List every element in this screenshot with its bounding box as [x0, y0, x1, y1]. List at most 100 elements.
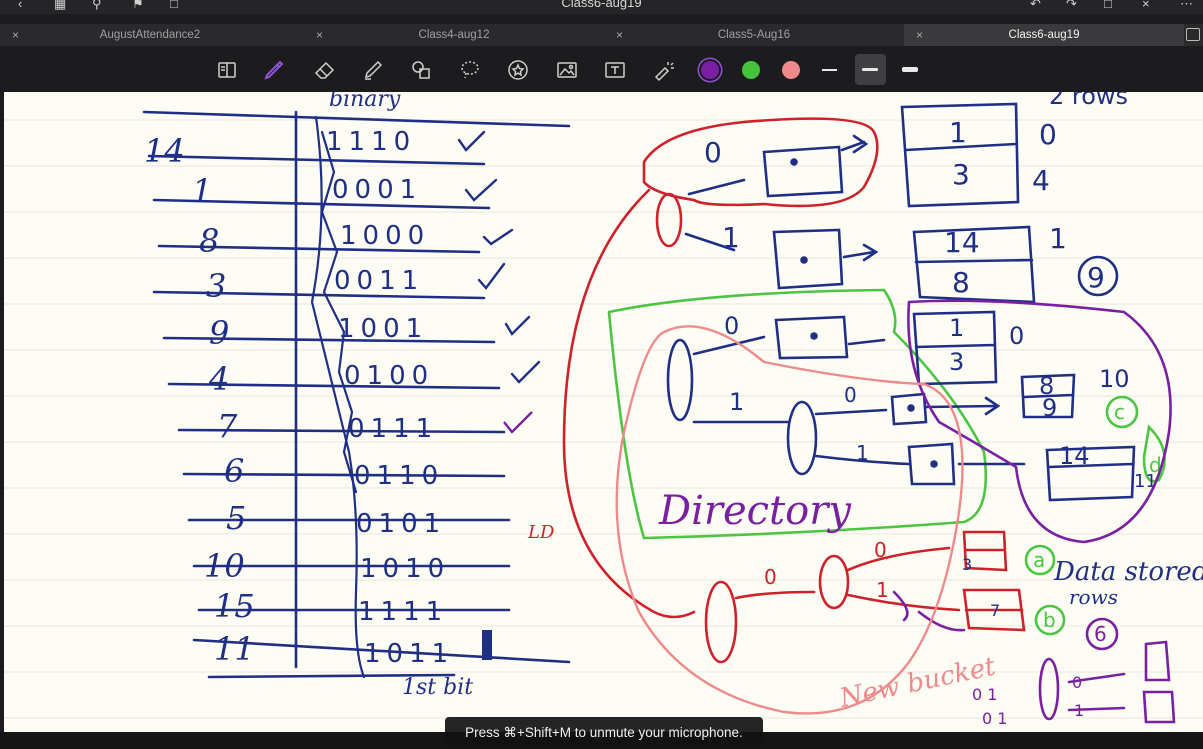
svg-text:1: 1	[1074, 701, 1084, 720]
eraser-icon[interactable]	[313, 58, 337, 82]
color-purple-swatch[interactable]	[701, 61, 719, 79]
share-icon[interactable]: □	[170, 0, 178, 11]
svg-text:1: 1	[729, 388, 744, 416]
tab-close-icon[interactable]: ×	[316, 28, 324, 42]
search-icon[interactable]: ⚲	[92, 0, 102, 11]
color-pink-swatch[interactable]	[782, 61, 800, 79]
tab-close-icon[interactable]: ×	[916, 28, 924, 42]
svg-text:8: 8	[199, 222, 219, 260]
svg-text:0110: 0110	[354, 461, 444, 491]
stroke-medium-option[interactable]	[862, 68, 878, 71]
color-green-swatch[interactable]	[742, 61, 760, 79]
note-canvas[interactable]: 14 1 8 3 9 4 7 6 5 10 15 11 1110 0001 10…	[4, 92, 1203, 732]
image-icon[interactable]	[555, 58, 579, 82]
svg-text:8: 8	[952, 266, 970, 299]
svg-text:0: 0	[704, 136, 722, 169]
stroke-thick-option[interactable]	[902, 67, 918, 72]
sticker-icon[interactable]	[506, 58, 530, 82]
lasso-icon[interactable]	[458, 58, 482, 82]
more-icon[interactable]: ⋯	[1180, 0, 1193, 11]
window-title: Class6-aug19	[561, 0, 642, 10]
directory-label: Directory	[658, 488, 852, 534]
svg-text:1110: 1110	[326, 127, 416, 157]
tab-class5[interactable]: × Class5-Aug16	[604, 24, 904, 46]
svg-text:1: 1	[949, 116, 967, 149]
svg-text:2 rows: 2 rows	[1049, 92, 1128, 110]
text-box-icon[interactable]	[603, 58, 627, 82]
grid-view-icon[interactable]: ▦	[54, 0, 67, 11]
svg-text:1010: 1010	[360, 554, 450, 584]
undo-icon[interactable]: ↶	[1030, 0, 1041, 11]
svg-text:11: 11	[214, 630, 255, 668]
svg-text:4: 4	[208, 360, 229, 398]
svg-text:7: 7	[990, 601, 1000, 620]
svg-text:3: 3	[206, 267, 226, 305]
sidebar-toggle-icon[interactable]	[1186, 28, 1200, 41]
redo-icon[interactable]: ↷	[1066, 0, 1077, 11]
svg-text:1011: 1011	[364, 639, 454, 669]
bookmark-icon[interactable]: ⚑	[132, 0, 144, 11]
local-depth-label: LD	[527, 522, 555, 543]
svg-text:c: c	[1114, 400, 1125, 424]
tab-close-icon[interactable]: ×	[12, 28, 20, 42]
svg-text:0: 0	[874, 538, 887, 562]
export-icon[interactable]: □	[1104, 0, 1112, 11]
svg-text:0111: 0111	[348, 414, 438, 444]
svg-text:0101: 0101	[356, 509, 446, 539]
tab-class6[interactable]: × Class6-aug19	[904, 24, 1184, 46]
svg-text:0: 0	[724, 312, 739, 340]
svg-text:a: a	[1033, 548, 1045, 572]
pen-icon[interactable]	[262, 58, 286, 82]
svg-text:1: 1	[192, 172, 212, 210]
shapes-icon[interactable]	[409, 58, 433, 82]
svg-text:1: 1	[1049, 222, 1067, 255]
svg-text:15: 15	[214, 587, 255, 625]
svg-text:11: 11	[1134, 471, 1157, 492]
title-bar: ‹ ▦ ⚲ ⚑ □ Class6-aug19 ↶ ↷ □ × ⋯	[0, 0, 1203, 14]
tab-august-attendance[interactable]: × AugustAttendance2	[0, 24, 300, 46]
svg-text:1000: 1000	[340, 221, 430, 251]
svg-text:0: 0	[1072, 673, 1082, 692]
svg-text:3: 3	[952, 158, 970, 191]
svg-text:1111: 1111	[358, 597, 448, 627]
read-mode-icon[interactable]	[215, 58, 239, 82]
svg-text:d: d	[1149, 453, 1162, 477]
back-icon[interactable]: ‹	[18, 0, 23, 11]
svg-text:1: 1	[876, 578, 889, 602]
svg-text:6: 6	[1094, 622, 1107, 646]
svg-text:0 1: 0 1	[972, 685, 997, 704]
svg-text:14: 14	[1059, 442, 1090, 470]
svg-text:b: b	[1043, 608, 1056, 632]
svg-text:0100: 0100	[344, 361, 434, 391]
tab-label: AugustAttendance2	[99, 29, 201, 41]
svg-text:1001: 1001	[338, 314, 428, 344]
svg-text:3: 3	[949, 348, 964, 376]
svg-text:1: 1	[856, 441, 869, 465]
tab-close-icon[interactable]: ×	[616, 28, 624, 42]
laser-pointer-icon[interactable]	[651, 58, 675, 82]
svg-text:0001: 0001	[332, 175, 422, 205]
highlighter-icon[interactable]	[361, 58, 385, 82]
svg-text:1: 1	[949, 314, 964, 342]
svg-text:3: 3	[962, 555, 972, 574]
close-icon[interactable]: ×	[1142, 0, 1150, 11]
svg-text:0011: 0011	[334, 266, 424, 296]
tab-label: Class5-Aug16	[717, 29, 791, 41]
svg-text:0: 0	[1039, 118, 1057, 151]
svg-text:binary: binary	[329, 92, 401, 112]
svg-text:9: 9	[209, 314, 229, 352]
handwriting-layer: 14 1 8 3 9 4 7 6 5 10 15 11 1110 0001 10…	[4, 92, 1203, 728]
svg-text:7: 7	[217, 407, 238, 445]
tab-label: Class4-aug12	[418, 29, 490, 41]
svg-text:14: 14	[944, 226, 980, 259]
data-stored-label: Data stored	[1053, 557, 1203, 587]
svg-text:4: 4	[1032, 164, 1050, 197]
svg-text:0 1: 0 1	[982, 709, 1007, 728]
row-num-0: 14	[144, 132, 185, 170]
tab-class4[interactable]: × Class4-aug12	[304, 24, 604, 46]
tab-bar: × AugustAttendance2 × Class4-aug12 × Cla…	[0, 24, 1203, 46]
svg-text:0: 0	[764, 565, 777, 589]
stroke-thin-option[interactable]	[822, 69, 837, 71]
new-bucket-label: New bucket	[836, 651, 998, 714]
svg-text:10: 10	[1099, 365, 1130, 393]
